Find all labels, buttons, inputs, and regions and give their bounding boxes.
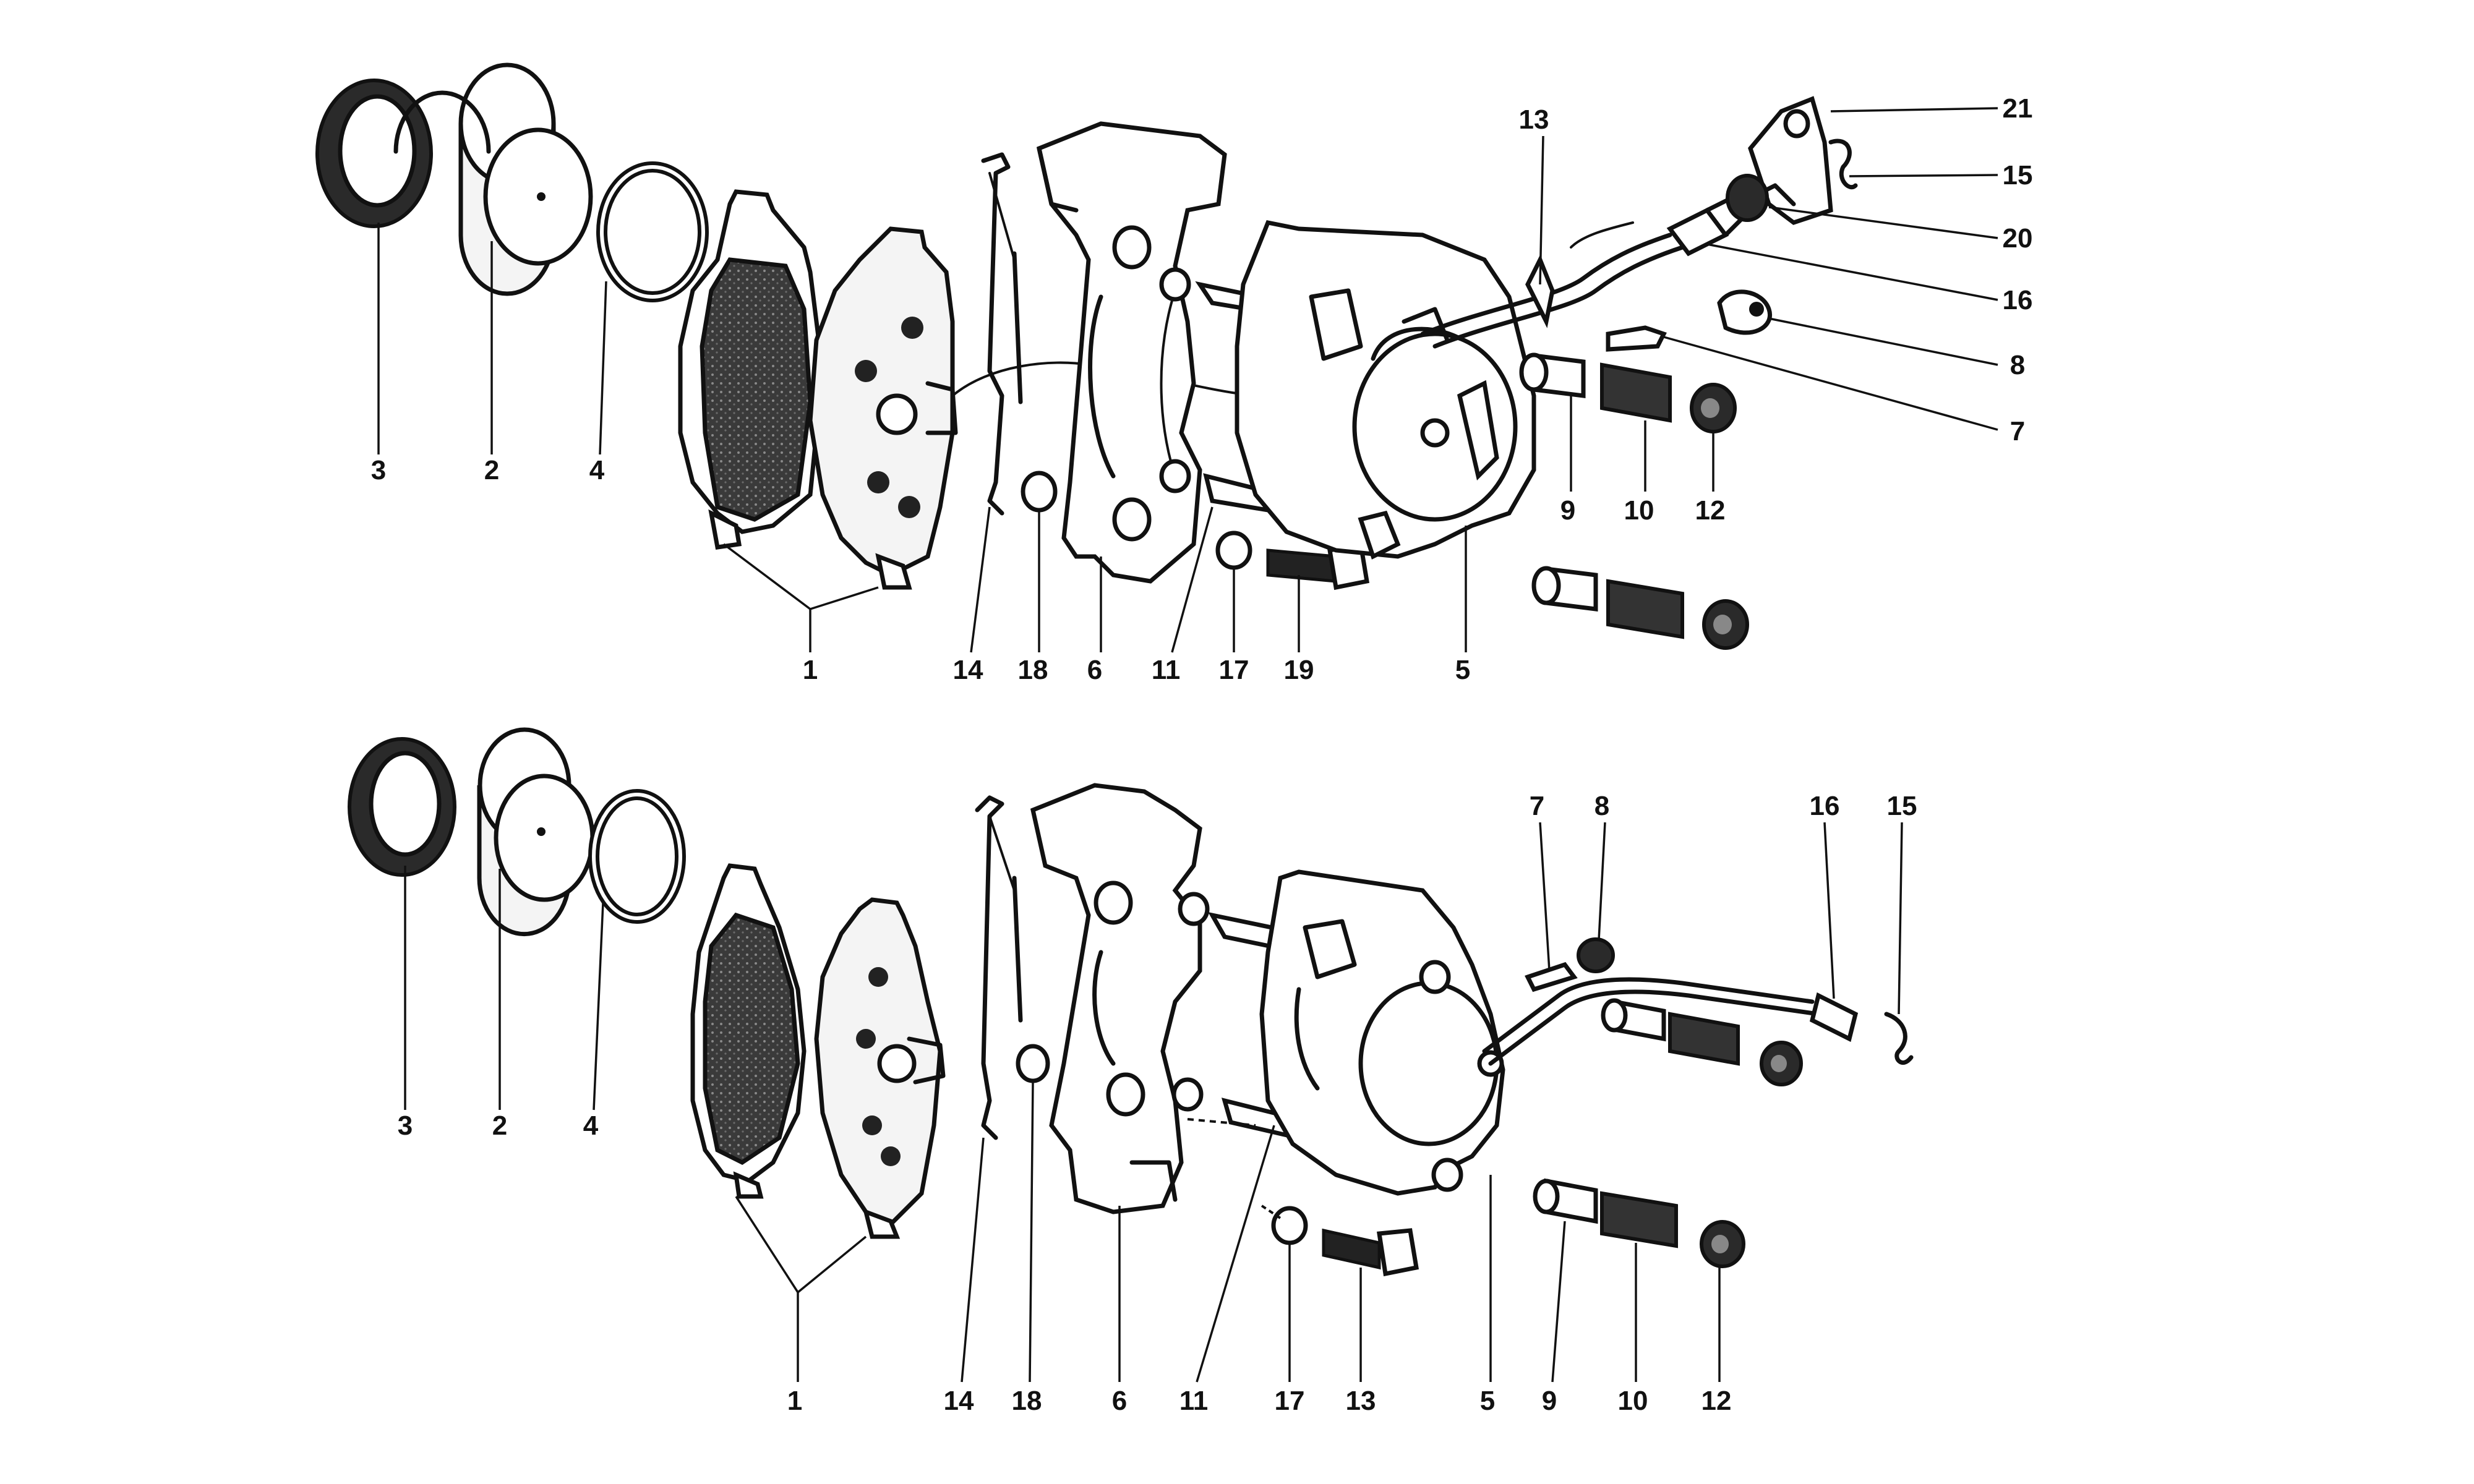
upper-washer xyxy=(1021,471,1058,513)
lower-caliper-bracket xyxy=(1030,783,1210,1214)
lower-piston-seal xyxy=(588,789,686,924)
lower-callout-14: 14 xyxy=(944,1386,974,1416)
lower-callout-13: 13 xyxy=(1346,1386,1376,1416)
upper-piston-seal xyxy=(596,161,709,302)
lower-callout-5: 5 xyxy=(1480,1386,1495,1416)
lower-bolt xyxy=(1322,1228,1419,1277)
upper-callout-14: 14 xyxy=(953,655,983,685)
lower-caliper-housing xyxy=(1259,869,1505,1196)
lower-callout-11: 11 xyxy=(1179,1386,1209,1416)
upper-callout-11: 11 xyxy=(1152,655,1181,685)
upper-bushing-set-1 xyxy=(1519,352,1737,433)
lower-dust-seal xyxy=(348,737,456,877)
lower-callout-3: 3 xyxy=(398,1111,413,1141)
lower-brake-pads xyxy=(690,863,946,1239)
upper-bleeder-screw xyxy=(1606,325,1667,352)
upper-bushing-set-2 xyxy=(1531,566,1749,650)
upper-callout-18: 18 xyxy=(1018,655,1048,685)
lower-callout-6: 6 xyxy=(1112,1386,1127,1416)
lower-callout-1: 1 xyxy=(787,1386,802,1416)
upper-callout-7: 7 xyxy=(2010,416,2025,446)
lower-callout-4: 4 xyxy=(583,1111,599,1141)
lower-retaining-clip xyxy=(1884,1012,1914,1065)
upper-assembly: 3 2 4 1 14 18 6 11 17 19 5 13 9 10 12 21… xyxy=(315,62,2033,685)
lower-callout-18: 18 xyxy=(1012,1386,1042,1416)
upper-brake-pads xyxy=(678,189,958,590)
lower-bleed-cap xyxy=(1577,937,1615,973)
upper-caliper-housing xyxy=(1235,220,1536,560)
lower-bushing-set-2 xyxy=(1533,1178,1745,1268)
upper-bleed-clip xyxy=(1717,289,1772,335)
lower-brake-pipe xyxy=(1482,977,1821,1066)
lower-callout-7: 7 xyxy=(1530,791,1544,821)
lower-callout-15: 15 xyxy=(1887,791,1917,821)
lower-leader-lines xyxy=(404,822,1903,1383)
lower-callout-10: 10 xyxy=(1618,1386,1648,1416)
lower-bolt-washer xyxy=(1271,1206,1308,1245)
lower-washer xyxy=(1016,1044,1050,1083)
upper-callout-9: 9 xyxy=(1560,495,1575,526)
upper-callout-5: 5 xyxy=(1455,655,1470,685)
upper-callout-16: 16 xyxy=(2003,285,2033,315)
lower-callout-17: 17 xyxy=(1275,1386,1305,1416)
upper-brake-pipe xyxy=(1420,221,1685,349)
upper-callout-6: 6 xyxy=(1087,655,1102,685)
lower-anti-rattle-spring xyxy=(975,795,1023,1140)
upper-callout-8: 8 xyxy=(2010,350,2025,380)
upper-callout-17: 17 xyxy=(1219,655,1249,685)
upper-hose-nut xyxy=(1726,174,1769,222)
upper-callout-2: 2 xyxy=(484,455,499,485)
upper-callout-19: 19 xyxy=(1284,655,1314,685)
upper-callout-20: 20 xyxy=(2003,223,2033,254)
upper-callout-13: 13 xyxy=(1519,104,1549,135)
upper-bolt-washer xyxy=(1215,531,1252,570)
lower-bleeder-screw xyxy=(1525,962,1578,992)
upper-hose-bracket xyxy=(1748,96,1833,225)
upper-anti-rattle-spring xyxy=(951,152,1343,516)
upper-callout-12: 12 xyxy=(1695,495,1726,526)
upper-callout-15: 15 xyxy=(2003,160,2033,190)
lower-callout-2: 2 xyxy=(492,1111,507,1141)
lower-flexible-hose xyxy=(1809,992,1859,1043)
upper-callout-21: 21 xyxy=(2003,93,2033,124)
lower-callout-9: 9 xyxy=(1542,1386,1557,1416)
lower-callout-12: 12 xyxy=(1701,1386,1732,1416)
lower-callout-16: 16 xyxy=(1810,791,1840,821)
lower-bushing-set-1 xyxy=(1601,998,1803,1086)
upper-callout-4: 4 xyxy=(589,455,605,485)
upper-retaining-clip xyxy=(1828,139,1858,190)
lower-assembly: 3 2 4 1 14 18 6 11 17 13 5 9 10 12 7 8 1… xyxy=(348,727,1917,1416)
upper-callout-3: 3 xyxy=(371,455,386,485)
upper-callout-10: 10 xyxy=(1624,495,1654,526)
upper-piston xyxy=(393,62,593,296)
upper-caliper-bracket xyxy=(1036,121,1227,584)
upper-bolt xyxy=(1266,541,1370,591)
lower-callout-8: 8 xyxy=(1594,791,1609,821)
upper-leader-lines xyxy=(377,107,1998,653)
upper-callout-1: 1 xyxy=(803,655,818,685)
lower-piston xyxy=(477,727,595,937)
